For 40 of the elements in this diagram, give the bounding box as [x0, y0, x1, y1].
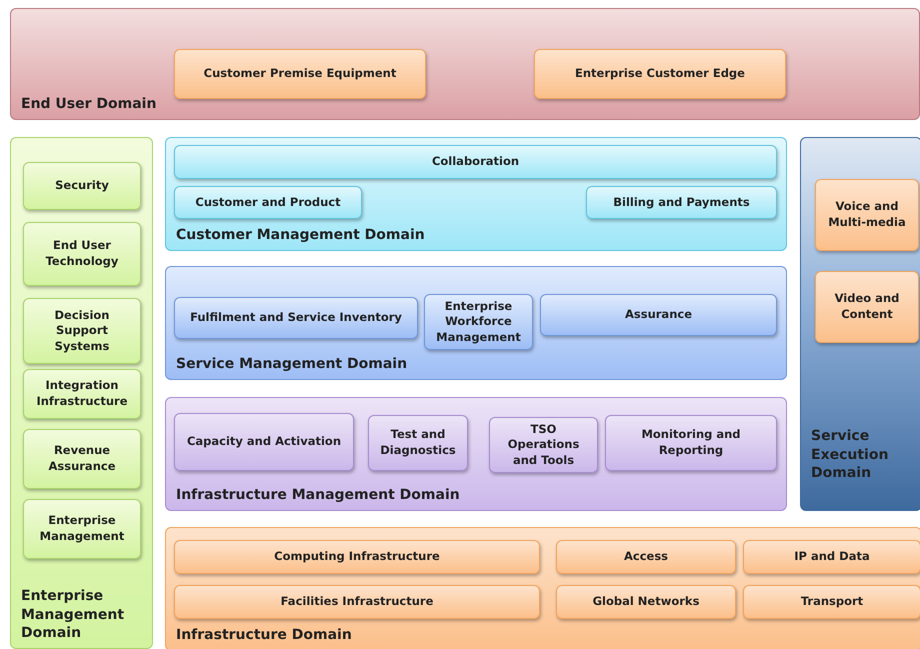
- function-box: Voice and Multi-media: [815, 179, 919, 251]
- function-box: Access: [556, 540, 736, 574]
- domain-panel: [165, 527, 920, 649]
- function-box: Integration Infrastructure: [23, 369, 141, 419]
- domain-title: Customer Management Domain: [176, 226, 425, 244]
- domain-panel: [10, 137, 153, 649]
- function-box: Security: [23, 162, 141, 210]
- function-box: Capacity and Activation: [174, 413, 354, 471]
- function-box: Facilities Infrastructure: [174, 585, 540, 619]
- function-box: Enterprise Workforce Management: [424, 294, 533, 350]
- function-box: Billing and Payments: [586, 186, 777, 219]
- domain-panel: [165, 137, 787, 251]
- function-box: Video and Content: [815, 271, 919, 343]
- function-box: Enterprise Customer Edge: [534, 49, 786, 99]
- domain-title: Service Execution Domain: [811, 427, 890, 482]
- function-box: Revenue Assurance: [23, 429, 141, 489]
- domain-title: Infrastructure Management Domain: [176, 486, 460, 504]
- function-box: Assurance: [540, 294, 777, 336]
- domain-title: Infrastructure Domain: [176, 626, 352, 644]
- function-box: TSO Operations and Tools: [489, 417, 598, 473]
- domain-panel: [800, 137, 920, 511]
- function-box: Customer Premise Equipment: [174, 49, 426, 99]
- function-box: Computing Infrastructure: [174, 540, 540, 574]
- domain-title: End User Domain: [21, 94, 156, 113]
- function-box: Monitoring and Reporting: [605, 415, 777, 471]
- domain-panel: [10, 8, 920, 120]
- function-box: Test and Diagnostics: [368, 415, 468, 471]
- function-box: Fulfilment and Service Inventory: [174, 297, 418, 339]
- domain-title: Service Management Domain: [176, 354, 408, 373]
- function-box: Global Networks: [556, 585, 736, 619]
- domain-title: Enterprise Management Domain: [21, 587, 126, 642]
- domain-panel: [165, 397, 787, 511]
- function-box: Collaboration: [174, 145, 777, 179]
- function-box: Customer and Product: [174, 186, 362, 219]
- domain-panel: [165, 266, 787, 380]
- function-box: Decision Support Systems: [23, 298, 141, 364]
- function-box: IP and Data: [743, 540, 920, 574]
- function-box: End User Technology: [23, 222, 141, 286]
- function-box: Transport: [743, 585, 920, 619]
- function-box: Enterprise Management: [23, 499, 141, 559]
